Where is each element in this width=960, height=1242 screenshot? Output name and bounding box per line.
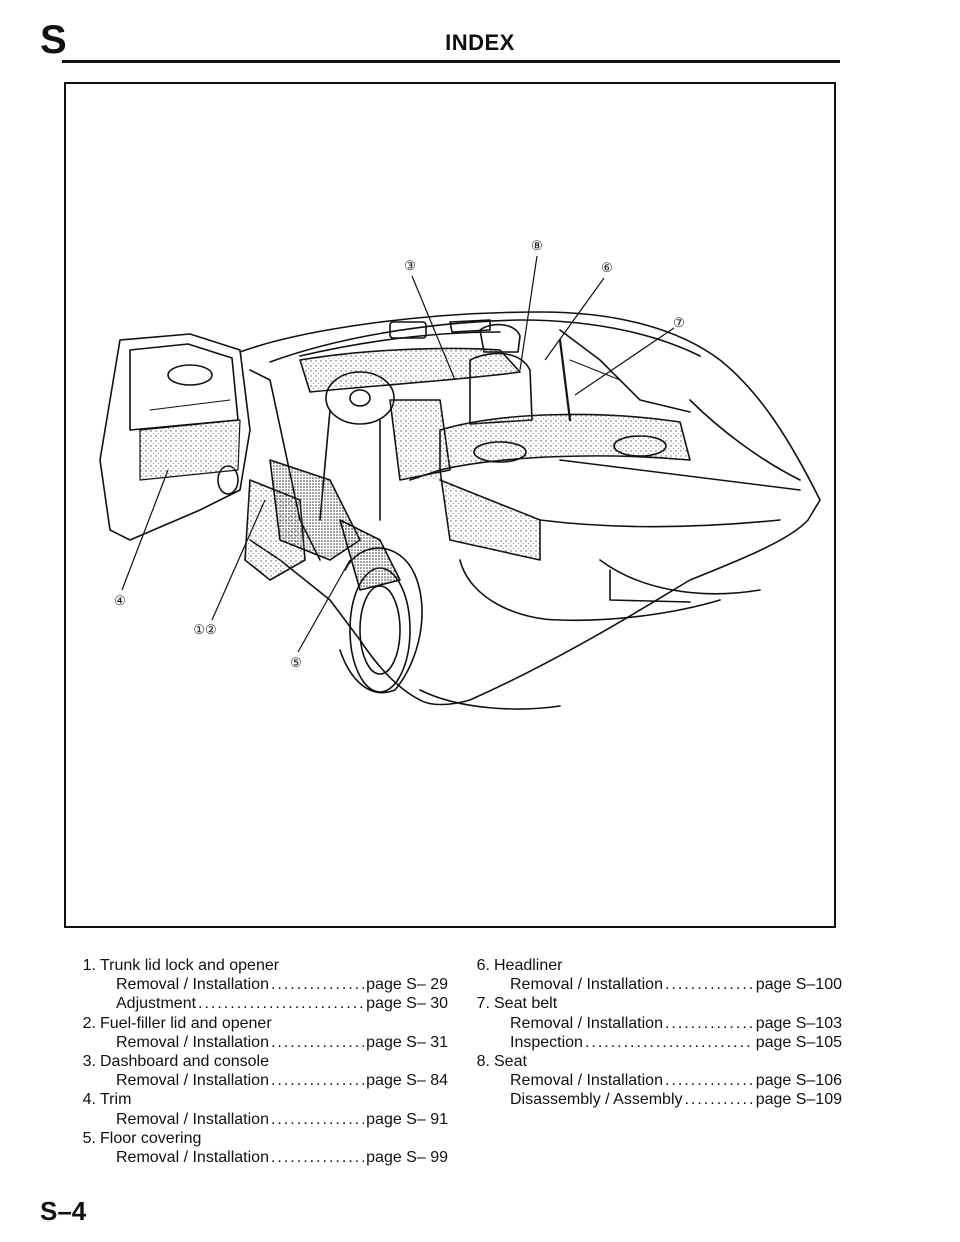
index-entry: Inspection page S–105: [466, 1033, 842, 1052]
index-entry: Removal / Installation page S– 31: [72, 1033, 448, 1052]
entry-label: Removal / Installation: [116, 976, 269, 994]
entry-page-ref: page S–109: [755, 1091, 842, 1109]
entry-page-ref: page S–106: [755, 1072, 842, 1090]
figure-frame: [64, 82, 836, 928]
entry-label: Removal / Installation: [116, 1149, 269, 1167]
index-entry: Removal / Installation page S–103: [466, 1014, 842, 1033]
dot-leader: [585, 1033, 754, 1052]
entry-page-ref: page S– 99: [366, 1149, 448, 1167]
dot-leader: [665, 1071, 754, 1090]
entry-page-ref: page S– 91: [366, 1110, 448, 1128]
section-number: 8.: [476, 1053, 490, 1071]
entry-label: Removal / Installation: [510, 1072, 663, 1090]
section-number: 2.: [82, 1014, 96, 1032]
dot-leader: [271, 1148, 364, 1167]
entry-page-ref: page S– 30: [366, 995, 448, 1013]
index-entry: Removal / Installation page S– 84: [72, 1071, 448, 1090]
section-letter: S: [40, 18, 67, 62]
header-rule: [62, 60, 840, 63]
section-number: 6.: [476, 957, 490, 974]
callout-6: ⑥: [601, 261, 613, 276]
car-body-outline: [239, 311, 821, 706]
section-title: Seat belt: [494, 995, 558, 1013]
entry-label: Inspection: [510, 1033, 583, 1051]
page-number: S–4: [40, 1196, 87, 1226]
dot-leader: [271, 1033, 364, 1052]
callout-7: ⑦: [673, 316, 685, 331]
callout-8: ⑧: [531, 239, 543, 254]
seat-belt: [558, 338, 572, 422]
entry-label: Adjustment: [116, 995, 197, 1013]
section-title: Headliner: [494, 957, 563, 974]
dot-leader: [665, 1014, 754, 1033]
entry-label: Removal / Installation: [510, 1014, 663, 1032]
index-section: 5.Floor covering: [72, 1129, 448, 1148]
index-entry: Removal / Installation page S–106: [466, 1071, 842, 1090]
page-title: INDEX: [445, 30, 515, 55]
index-section: 7.Seat belt: [466, 994, 842, 1013]
section-title: Seat: [494, 1053, 527, 1071]
entry-page-ref: page S–105: [755, 1033, 842, 1051]
dot-leader: [198, 994, 364, 1013]
section-number: 1.: [82, 957, 96, 974]
index-entry: Adjustment page S– 30: [72, 994, 448, 1013]
section-title: Fuel-filler lid and opener: [100, 1014, 272, 1032]
car-interior-illustration: ③ ⑧ ⑥ ⑦ ④ ①② ⑤: [99, 239, 821, 710]
section-title: Dashboard and console: [100, 1053, 270, 1071]
index-section: 8.Seat: [466, 1052, 842, 1071]
section-number: 5.: [82, 1129, 96, 1147]
section-title: Floor covering: [100, 1129, 202, 1147]
dot-leader: [271, 1071, 364, 1090]
dot-leader: [271, 975, 364, 994]
door-outline: [99, 333, 251, 541]
index-entry: Removal / Installation page S– 99: [72, 1148, 448, 1167]
entry-page-ref: page S– 31: [366, 1033, 448, 1051]
index-entry: Removal / Installation page S–100: [466, 975, 842, 994]
entry-label: Removal / Installation: [116, 1110, 269, 1128]
section-number: 7.: [476, 995, 490, 1013]
floor-covering: [269, 459, 361, 561]
entry-label: Disassembly / Assembly: [510, 1091, 683, 1109]
entry-page-ref: page S–103: [755, 1014, 842, 1032]
entry-label: Removal / Installation: [116, 1072, 269, 1090]
index-section: 1.Trunk lid lock and opener: [72, 956, 448, 975]
front-seat: [469, 352, 533, 425]
entry-page-ref: page S– 84: [366, 1072, 448, 1090]
index-section: 3.Dashboard and console: [72, 1052, 448, 1071]
index-entry: Disassembly / Assembly page S–109: [466, 1090, 842, 1109]
callout-4: ④: [114, 594, 126, 609]
dot-leader: [685, 1090, 754, 1109]
callout-5: ⑤: [290, 656, 302, 671]
section-title: Trunk lid lock and opener: [100, 957, 280, 974]
entry-label: Removal / Installation: [510, 976, 663, 994]
index-section: 2.Fuel-filler lid and opener: [72, 1014, 448, 1033]
section-title: Trim: [100, 1091, 132, 1109]
dot-leader: [271, 1110, 364, 1129]
section-number: 3.: [82, 1053, 96, 1071]
dot-leader: [665, 975, 754, 994]
entry-page-ref: page S– 29: [366, 976, 448, 994]
callout-3: ③: [404, 259, 416, 274]
section-number: 4.: [82, 1091, 96, 1109]
callout-1-2: ①②: [193, 623, 216, 638]
index-section: 6.Headliner: [466, 956, 842, 975]
entry-page-ref: page S–100: [755, 976, 842, 994]
index-entry: Removal / Installation page S– 29: [72, 975, 448, 994]
index-section: 4.Trim: [72, 1090, 448, 1109]
entry-label: Removal / Installation: [116, 1033, 269, 1051]
index-entry: Removal / Installation page S– 91: [72, 1110, 448, 1129]
